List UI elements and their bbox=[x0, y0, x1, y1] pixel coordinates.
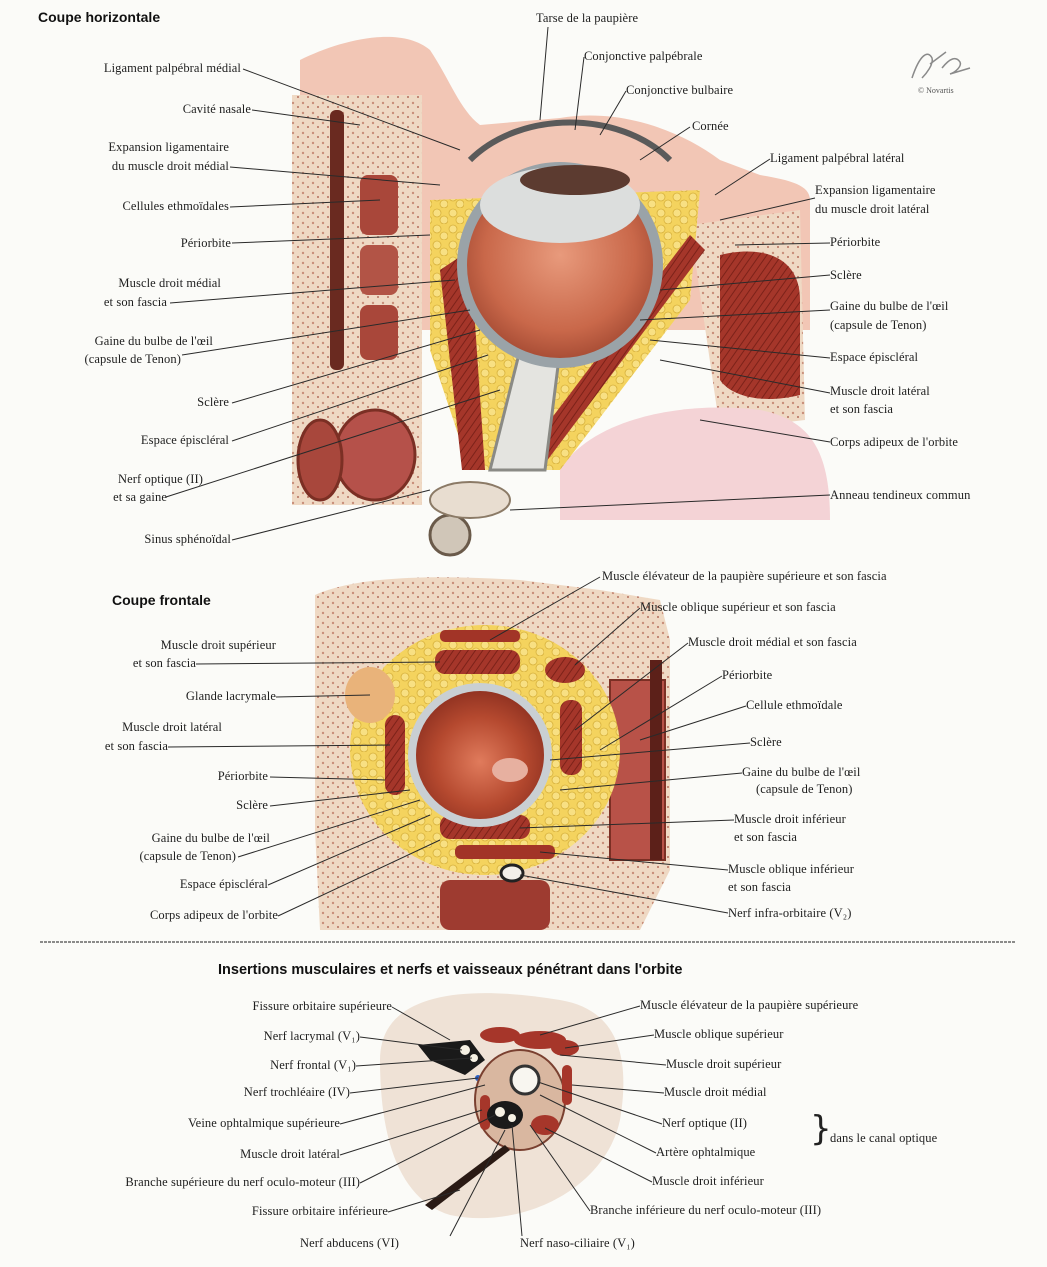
label-exp-med-1: Expansion ligamentaire bbox=[108, 140, 229, 155]
label-i-lacrymal: Nerf lacrymal (V₁) bbox=[264, 1029, 360, 1044]
label-periorbite-r: Périorbite bbox=[830, 235, 880, 250]
label-f-elevateur: Muscle élévateur de la paupière supérieu… bbox=[602, 569, 887, 584]
label-i-droit-lat: Muscle droit latéral bbox=[240, 1147, 340, 1162]
label-lig-lat: Ligament palpébral latéral bbox=[770, 151, 904, 166]
medial-rectus-f bbox=[560, 700, 582, 775]
temporal-lobe bbox=[560, 408, 830, 521]
label-i-fissure-sup: Fissure orbitaire supérieure bbox=[252, 999, 392, 1014]
label-droit-med-1: Muscle droit médial bbox=[118, 276, 221, 291]
label-sclere-l: Sclère bbox=[197, 395, 229, 410]
label-i-fissure-inf: Fissure orbitaire inférieure bbox=[252, 1204, 388, 1219]
label-gaine-r-2: (capsule de Tenon) bbox=[830, 318, 927, 333]
label-f-glande: Glande lacrymale bbox=[186, 689, 276, 704]
frontal-section-drawing bbox=[315, 577, 670, 930]
label-f-infra: Nerf infra-orbitaire (V₂) bbox=[728, 906, 851, 921]
label-tarse: Tarse de la paupière bbox=[536, 11, 638, 26]
optic-canal bbox=[430, 515, 470, 555]
label-cornee: Cornée bbox=[692, 119, 729, 134]
label-i-nerf-opt: Nerf optique (II) bbox=[662, 1116, 747, 1131]
label-i-branche-inf: Branche inférieure du nerf oculo-moteur … bbox=[590, 1203, 821, 1218]
signature-caption: © Novartis bbox=[918, 86, 954, 95]
label-f-droit-sup-1: Muscle droit supérieur bbox=[161, 638, 276, 653]
label-droit-lat-1: Muscle droit latéral bbox=[830, 384, 930, 399]
label-f-espace-l: Espace épiscléral bbox=[180, 877, 268, 892]
lens bbox=[520, 165, 630, 195]
label-exp-med-2: du muscle droit médial bbox=[112, 159, 229, 174]
label-i-trochleaire: Nerf trochléaire (IV) bbox=[244, 1085, 350, 1100]
label-nerf-opt-1: Nerf optique (II) bbox=[118, 472, 203, 487]
label-f-sclere-r: Sclère bbox=[750, 735, 782, 750]
eyeball-frontal bbox=[412, 687, 548, 823]
label-f-gaine-l-2: (capsule de Tenon) bbox=[140, 849, 237, 864]
lateral-rectus-f bbox=[385, 715, 405, 795]
label-exp-lat-1: Expansion ligamentaire bbox=[815, 183, 936, 198]
label-cavite: Cavité nasale bbox=[183, 102, 251, 117]
label-f-gaine-r-2: (capsule de Tenon) bbox=[756, 782, 853, 797]
label-f-droit-med: Muscle droit médial et son fascia bbox=[688, 635, 857, 650]
label-i-droit-sup: Muscle droit supérieur bbox=[666, 1057, 781, 1072]
label-i-abducens: Nerf abducens (VI) bbox=[300, 1236, 399, 1251]
label-anneau: Anneau tendineux commun bbox=[830, 488, 970, 503]
label-i-oblique-sup: Muscle oblique supérieur bbox=[654, 1027, 783, 1042]
label-exp-lat-2: du muscle droit latéral bbox=[815, 202, 929, 217]
optic-nerve-insertion bbox=[511, 1066, 539, 1094]
label-i-elevateur: Muscle élévateur de la paupière supérieu… bbox=[640, 998, 858, 1013]
horizontal-section-drawing bbox=[292, 37, 830, 555]
label-f-oblique-sup: Muscle oblique supérieur et son fascia bbox=[640, 600, 836, 615]
brace-optic-canal: } bbox=[810, 1112, 832, 1146]
label-i-artere: Artère ophtalmique bbox=[656, 1145, 755, 1160]
superior-rectus bbox=[435, 650, 520, 674]
label-sinus: Sinus sphénoïdal bbox=[144, 532, 231, 547]
label-droit-med-2: et son fascia bbox=[104, 295, 167, 310]
label-sclere-r: Sclère bbox=[830, 268, 862, 283]
label-i-droit-med: Muscle droit médial bbox=[664, 1085, 767, 1100]
label-espace-r: Espace épiscléral bbox=[830, 350, 918, 365]
label-f-droit-sup-2: et son fascia bbox=[133, 656, 196, 671]
infraorbital-nerve bbox=[501, 865, 523, 881]
label-periorbite-l: Périorbite bbox=[181, 236, 231, 251]
label-f-oblique-inf-2: et son fascia bbox=[728, 880, 791, 895]
artist-signature-mark bbox=[906, 44, 976, 84]
frontal-section-title: Coupe frontale bbox=[112, 592, 211, 608]
label-f-droit-lat-2: et son fascia bbox=[105, 739, 168, 754]
label-i-droit-inf: Muscle droit inférieur bbox=[652, 1174, 764, 1189]
temporal-muscle bbox=[720, 251, 800, 399]
horizontal-section-title: Coupe horizontale bbox=[38, 9, 160, 25]
label-f-droit-inf-2: et son fascia bbox=[734, 830, 797, 845]
label-conj-bulb: Conjonctive bulbaire bbox=[626, 83, 733, 98]
maxillary-sinus bbox=[440, 880, 550, 930]
label-gaine-r-1: Gaine du bulbe de l'œil bbox=[830, 299, 948, 314]
label-i-canal: dans le canal optique bbox=[830, 1131, 937, 1146]
label-i-branche-sup: Branche supérieure du nerf oculo-moteur … bbox=[125, 1175, 360, 1190]
label-f-oblique-inf-1: Muscle oblique inférieur bbox=[728, 862, 854, 877]
label-droit-lat-2: et son fascia bbox=[830, 402, 893, 417]
label-f-sclere-l: Sclère bbox=[236, 798, 268, 813]
label-f-periorbite-l: Périorbite bbox=[218, 769, 268, 784]
label-i-frontal: Nerf frontal (V₁) bbox=[270, 1058, 356, 1073]
label-f-cellule: Cellule ethmoïdale bbox=[746, 698, 843, 713]
label-f-droit-lat-1: Muscle droit latéral bbox=[122, 720, 222, 735]
label-f-droit-inf-1: Muscle droit inférieur bbox=[734, 812, 846, 827]
label-corps-adip: Corps adipeux de l'orbite bbox=[830, 435, 958, 450]
label-conj-palp: Conjonctive palpébrale bbox=[584, 49, 702, 64]
label-ethmoid: Cellules ethmoïdales bbox=[123, 199, 230, 214]
label-f-gaine-l-1: Gaine du bulbe de l'œil bbox=[152, 831, 270, 846]
label-lig-med: Ligament palpébral médial bbox=[104, 61, 241, 76]
insertions-drawing bbox=[380, 993, 623, 1218]
label-i-naso: Nerf naso-ciliaire (V₁) bbox=[520, 1236, 635, 1251]
sphenoid-sinus bbox=[335, 410, 415, 500]
label-i-veine: Veine ophtalmique supérieure bbox=[188, 1116, 340, 1131]
label-f-periorbite-r: Périorbite bbox=[722, 668, 772, 683]
label-f-gaine-r-1: Gaine du bulbe de l'œil bbox=[742, 765, 860, 780]
label-gaine-l-1: Gaine du bulbe de l'œil bbox=[95, 334, 213, 349]
label-f-corps-adip: Corps adipeux de l'orbite bbox=[150, 908, 278, 923]
label-gaine-l-2: (capsule de Tenon) bbox=[85, 352, 182, 367]
label-espace-l: Espace épiscléral bbox=[141, 433, 229, 448]
label-nerf-opt-2: et sa gaine bbox=[113, 490, 167, 505]
insertions-section-title: Insertions musculaires et nerfs et vaiss… bbox=[218, 962, 682, 978]
